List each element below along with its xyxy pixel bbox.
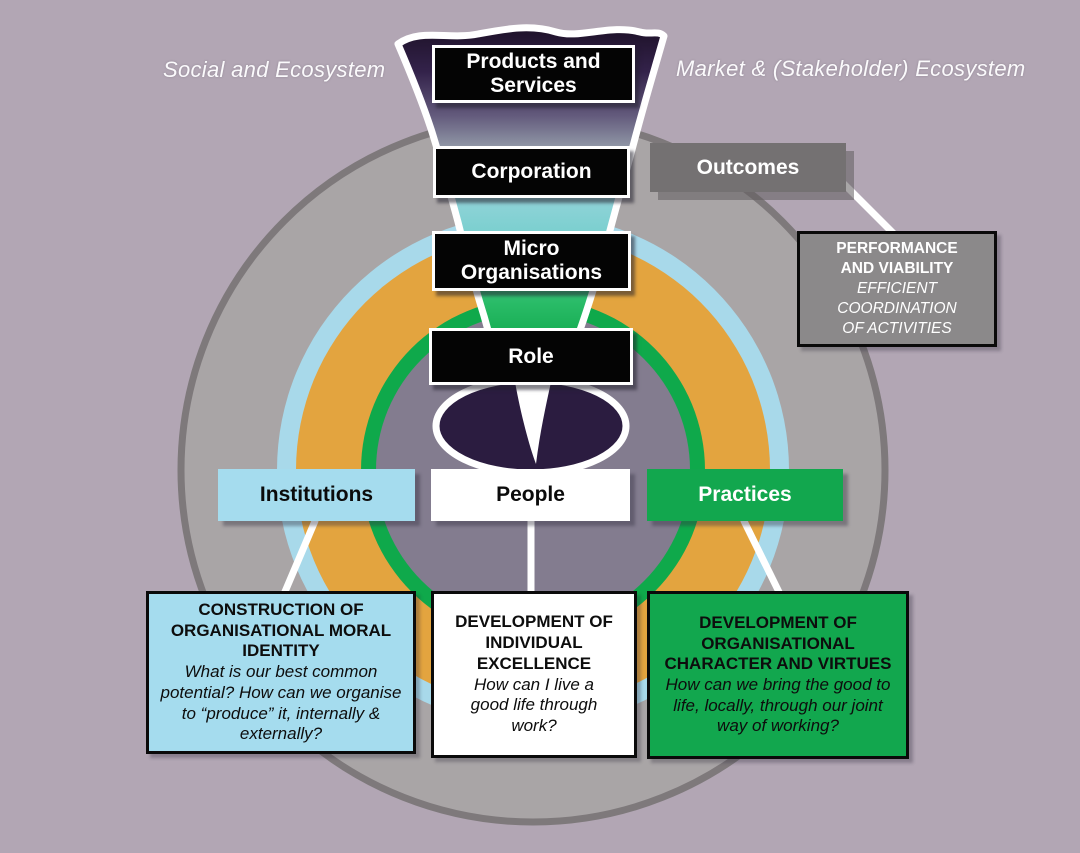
practices-note-title: DEVELOPMENT OF ORGANISATIONAL CHARACTER … — [664, 612, 892, 674]
connector-institutions-note — [280, 517, 319, 598]
people-note-title: DEVELOPMENT OF INDIVIDUAL EXCELLENCE — [455, 612, 613, 673]
products-services-box: Products and Services — [432, 45, 635, 103]
performance-note-title: PERFORMANCE AND VIABILITY — [836, 239, 958, 277]
market-ecosystem-label: Market & (Stakeholder) Ecosystem — [676, 56, 1026, 81]
corporation-box: Corporation — [433, 146, 630, 198]
practices-box: Practices — [647, 469, 843, 521]
vortex-notch — [515, 382, 551, 464]
practices-note-body: How can we bring the good to life, local… — [665, 675, 891, 736]
people-note-body: How can I live a good life through work? — [470, 674, 598, 735]
connector-outcomes-performance — [836, 176, 899, 239]
performance-note-body: EFFICIENT COORDINATION OF ACTIVITIES — [837, 279, 957, 338]
institutions-note: CONSTRUCTION OF ORGANISATIONAL MORAL IDE… — [146, 591, 416, 754]
people-note: DEVELOPMENT OF INDIVIDUAL EXCELLENCE How… — [431, 591, 637, 758]
institutions-box: Institutions — [218, 469, 415, 521]
social-ecosystem-label: Social and Ecosystem — [163, 57, 386, 82]
practices-note: DEVELOPMENT OF ORGANISATIONAL CHARACTER … — [647, 591, 909, 759]
outcomes-box: Outcomes — [650, 143, 846, 192]
institutions-note-title: CONSTRUCTION OF ORGANISATIONAL MORAL IDE… — [170, 599, 392, 661]
performance-viability-note: PERFORMANCE AND VIABILITY EFFICIENT COOR… — [797, 231, 997, 347]
micro-organisations-box: Micro Organisations — [432, 231, 631, 291]
connector-practices-note — [740, 517, 783, 596]
people-box: People — [431, 469, 630, 521]
role-box: Role — [429, 328, 633, 385]
institutions-note-body: What is our best common potential? How c… — [160, 662, 402, 744]
